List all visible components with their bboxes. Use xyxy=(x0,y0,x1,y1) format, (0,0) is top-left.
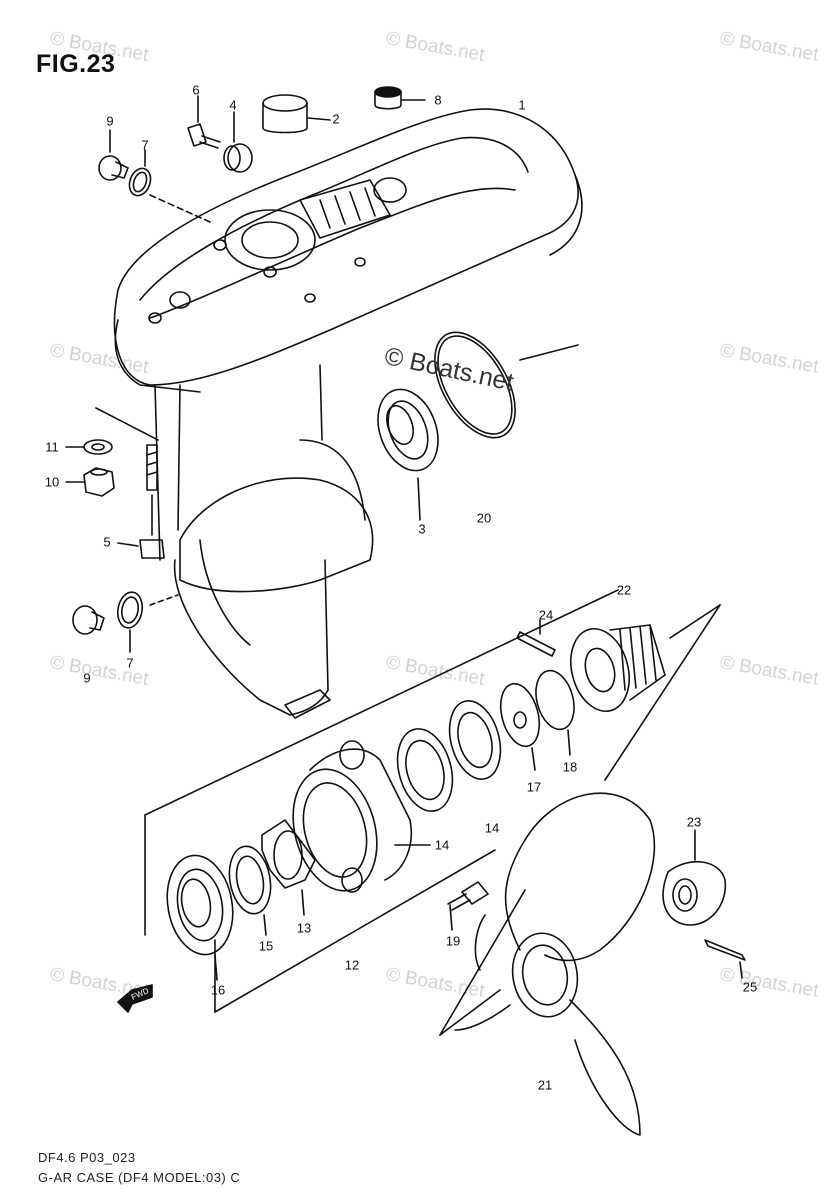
part-7-gasket-lower xyxy=(115,590,178,652)
part-22-bushing xyxy=(562,622,665,718)
figure-title: FIG.23 xyxy=(36,50,116,78)
callout-3: 3 xyxy=(418,521,426,537)
callout-2: 2 xyxy=(332,111,340,127)
callout-11: 11 xyxy=(45,439,59,455)
part-9-plug-lower xyxy=(73,606,104,634)
callout-1: 1 xyxy=(518,97,526,113)
callout-7a: 7 xyxy=(141,137,149,153)
part-20-o-ring xyxy=(418,319,578,451)
part-24-pin xyxy=(517,620,555,656)
part-9-plug xyxy=(99,130,128,180)
callout-5: 5 xyxy=(103,534,111,550)
part-13-gasket xyxy=(262,820,315,915)
callout-4: 4 xyxy=(229,97,237,113)
callout-9b: 9 xyxy=(83,670,91,686)
part-6-bolt xyxy=(188,96,220,148)
callout-15: 15 xyxy=(258,938,274,954)
diagram-code: DF4.6 P03_023 xyxy=(38,1150,136,1165)
callout-19: 19 xyxy=(445,933,461,949)
callout-14b: 14 xyxy=(434,837,450,853)
callout-13: 13 xyxy=(296,920,312,936)
callout-21: 21 xyxy=(537,1077,553,1093)
callout-24: 24 xyxy=(538,607,554,623)
callout-9a: 9 xyxy=(106,113,114,129)
callout-25: 25 xyxy=(742,979,758,995)
part-19-bolt xyxy=(448,882,488,930)
callout-16: 16 xyxy=(210,982,226,998)
part-8-cap xyxy=(375,87,425,109)
part-23-prop-nut-cone xyxy=(663,830,725,925)
part-7-gasket xyxy=(126,150,210,222)
part-16-bearing xyxy=(160,850,240,980)
diagram-title: G-AR CASE (DF4 MODEL:03) C xyxy=(38,1170,241,1185)
callout-18: 18 xyxy=(562,759,578,775)
callout-17: 17 xyxy=(526,779,542,795)
callout-7b: 7 xyxy=(126,655,134,671)
callout-23: 23 xyxy=(686,814,702,830)
part-2-bushing xyxy=(263,95,330,133)
callout-6: 6 xyxy=(192,82,200,98)
callout-22: 22 xyxy=(616,582,632,598)
part-17-thrust-washer xyxy=(494,679,545,770)
gear-case xyxy=(115,109,582,718)
part-3-bearing xyxy=(367,381,448,520)
mid-bearing xyxy=(389,695,509,817)
part-4-grommet xyxy=(224,112,252,172)
exploded-boundary xyxy=(145,590,720,1035)
part-25-cotter-pin xyxy=(705,940,745,978)
part-11-washer xyxy=(66,440,112,454)
fwd-arrow-icon xyxy=(118,985,152,1012)
callout-14a: 14 xyxy=(484,820,500,836)
callout-8: 8 xyxy=(434,92,442,108)
part-5-stud xyxy=(96,408,164,558)
part-14-propshaft-housing xyxy=(280,741,430,900)
callout-20: 20 xyxy=(476,510,492,526)
part-10-nut xyxy=(66,468,114,496)
callout-12: 12 xyxy=(344,957,360,973)
part-18-washer xyxy=(530,666,580,755)
part-15-seal xyxy=(224,843,275,935)
part-21-propeller xyxy=(455,793,654,1135)
callout-10: 10 xyxy=(44,474,60,490)
